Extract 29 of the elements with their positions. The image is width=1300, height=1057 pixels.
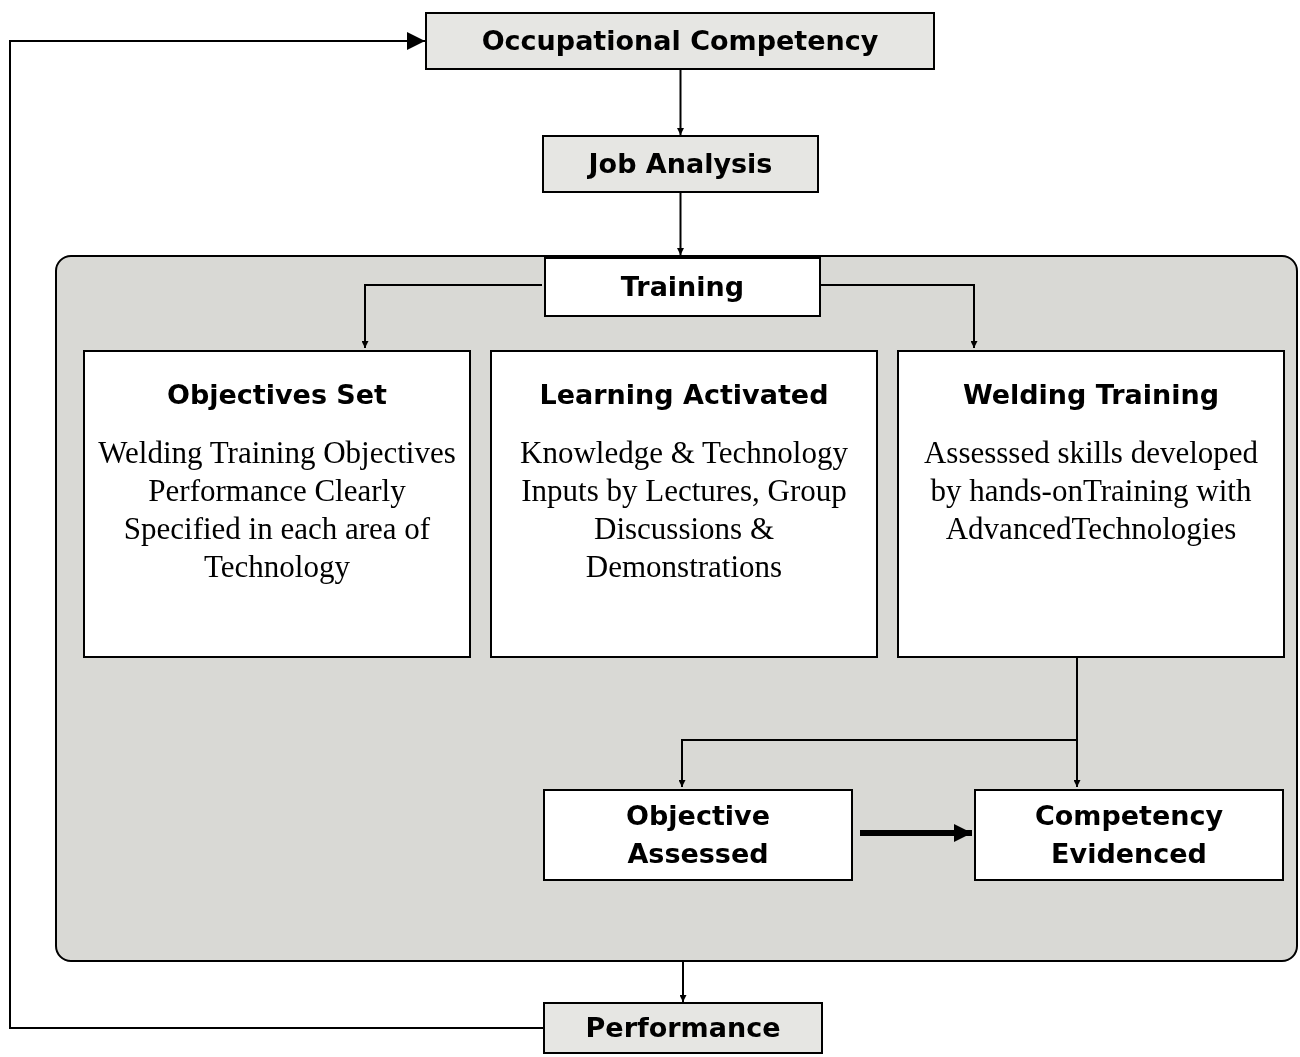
box-description: Knowledge & Technology Inputs by Lectures, Group Discussions & Demonstrations	[519, 434, 849, 586]
arrow	[860, 824, 972, 842]
process-box	[974, 789, 1284, 881]
box-heading: Objective Assessed	[625, 799, 771, 871]
box-heading: Objectives Set	[165, 378, 389, 412]
box-heading: Competency Evidenced	[1033, 799, 1225, 871]
box-heading: Welding Training	[961, 378, 1221, 412]
process-box	[490, 350, 878, 658]
box-description: Assesssed skills developed by hands-onTraining with AdvancedTechnologies	[922, 434, 1260, 548]
box-heading: Job Analysis	[586, 147, 774, 181]
arrow	[9, 32, 544, 1029]
process-box	[83, 350, 471, 658]
process-box	[425, 12, 935, 70]
training-panel	[55, 255, 1298, 962]
process-box	[897, 350, 1285, 658]
arrow	[361, 284, 543, 349]
box-heading: Occupational Competency	[480, 24, 880, 58]
box-description: Welding Training Objectives Performance Clearly Specified in each area of Technology	[97, 434, 457, 586]
box-heading: Training	[619, 270, 746, 304]
arrow	[677, 69, 684, 136]
process-box	[544, 257, 821, 317]
arrow	[679, 961, 687, 1003]
process-box	[543, 789, 853, 881]
arrow	[677, 192, 684, 256]
process-box	[542, 135, 819, 193]
arrow	[818, 284, 978, 349]
box-heading: Learning Activated	[538, 378, 830, 412]
box-heading: Performance	[584, 1011, 782, 1045]
process-box	[543, 1002, 823, 1054]
